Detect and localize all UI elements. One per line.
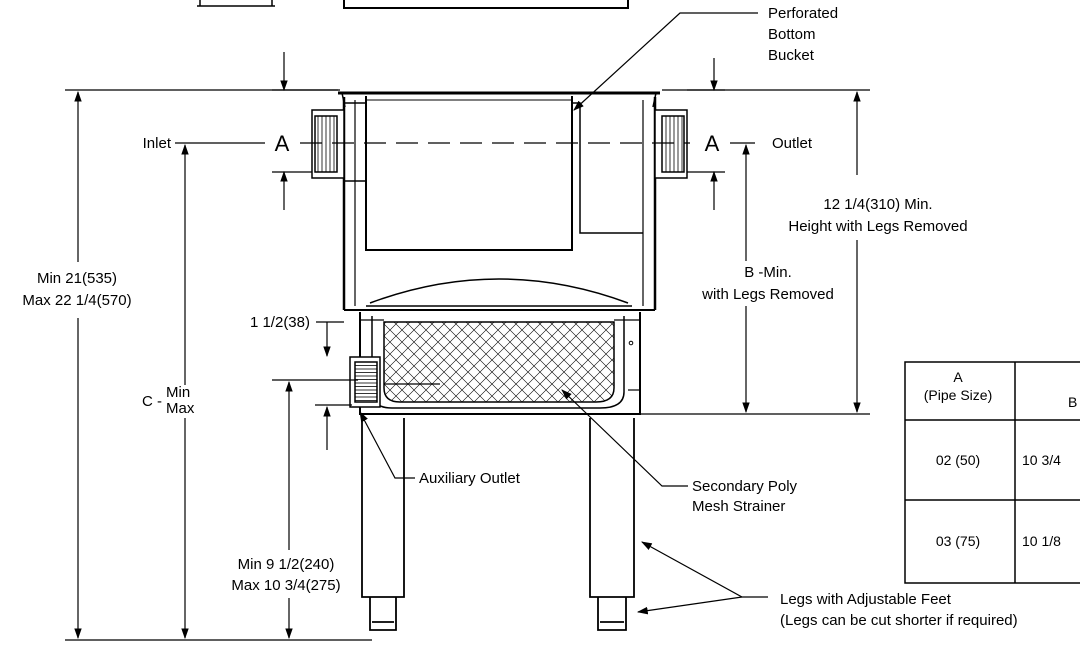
table-row-2-pipe: 03 (75)	[936, 533, 980, 549]
table-row-1-b: 10 3/4	[1022, 452, 1061, 468]
leg-height-min: Min 9 1/2(240)	[238, 556, 335, 573]
auxiliary-outlet-label: Auxiliary Outlet	[419, 470, 521, 487]
inlet-label: Inlet	[143, 135, 172, 152]
left-leg	[361, 418, 405, 631]
secondary-strainer-label-line1: Secondary Poly	[692, 478, 798, 495]
auxiliary-outlet	[349, 356, 381, 408]
section-a-left-label: A	[275, 131, 290, 156]
pipe-size-table	[904, 361, 1080, 584]
perforated-bucket-label-line1: Perforated	[768, 5, 838, 22]
interceptor-body	[338, 91, 660, 311]
table-header-b: B	[1068, 394, 1077, 410]
table-row-2-b: 10 1/8	[1022, 533, 1061, 549]
lid-fragment	[197, 0, 629, 9]
b-min-label-line1: B -Min.	[744, 264, 792, 281]
table-row-1-pipe: 02 (50)	[936, 452, 980, 468]
overall-height-min: Min 21(535)	[37, 270, 117, 287]
legs-label-line1: Legs with Adjustable Feet	[780, 591, 952, 608]
legs-label-line2: (Legs can be cut shorter if required)	[780, 612, 1018, 629]
height-legs-removed-line1: 12 1/4(310) Min.	[823, 196, 932, 213]
secondary-strainer-label-line2: Mesh Strainer	[692, 498, 785, 515]
aux-offset-dimension: 1 1/2(38)	[250, 314, 310, 331]
mesh-strainer-basket	[359, 312, 641, 415]
c-dimension-max: Max	[166, 400, 195, 417]
outlet-label: Outlet	[772, 135, 813, 152]
perforated-bucket-label-line3: Bucket	[768, 47, 815, 64]
table-header-a-line1: A	[953, 369, 963, 385]
section-a-right-label: A	[705, 131, 720, 156]
table-header-a-line2: (Pipe Size)	[924, 387, 992, 403]
height-legs-removed-line2: Height with Legs Removed	[788, 218, 967, 235]
overall-height-max: Max 22 1/4(570)	[22, 292, 131, 309]
right-leg	[589, 418, 635, 631]
c-dimension-prefix: C -	[142, 393, 162, 410]
leader-lines	[359, 12, 768, 615]
b-min-label-line2: with Legs Removed	[701, 286, 834, 303]
perforated-bucket-label-line2: Bottom	[768, 26, 816, 43]
c-dimension-min: Min	[166, 384, 190, 401]
dimension-lines	[65, 52, 870, 641]
leg-height-max: Max 10 3/4(275)	[231, 577, 340, 594]
outlet-nozzle	[654, 109, 688, 179]
inlet-nozzle	[311, 109, 345, 179]
